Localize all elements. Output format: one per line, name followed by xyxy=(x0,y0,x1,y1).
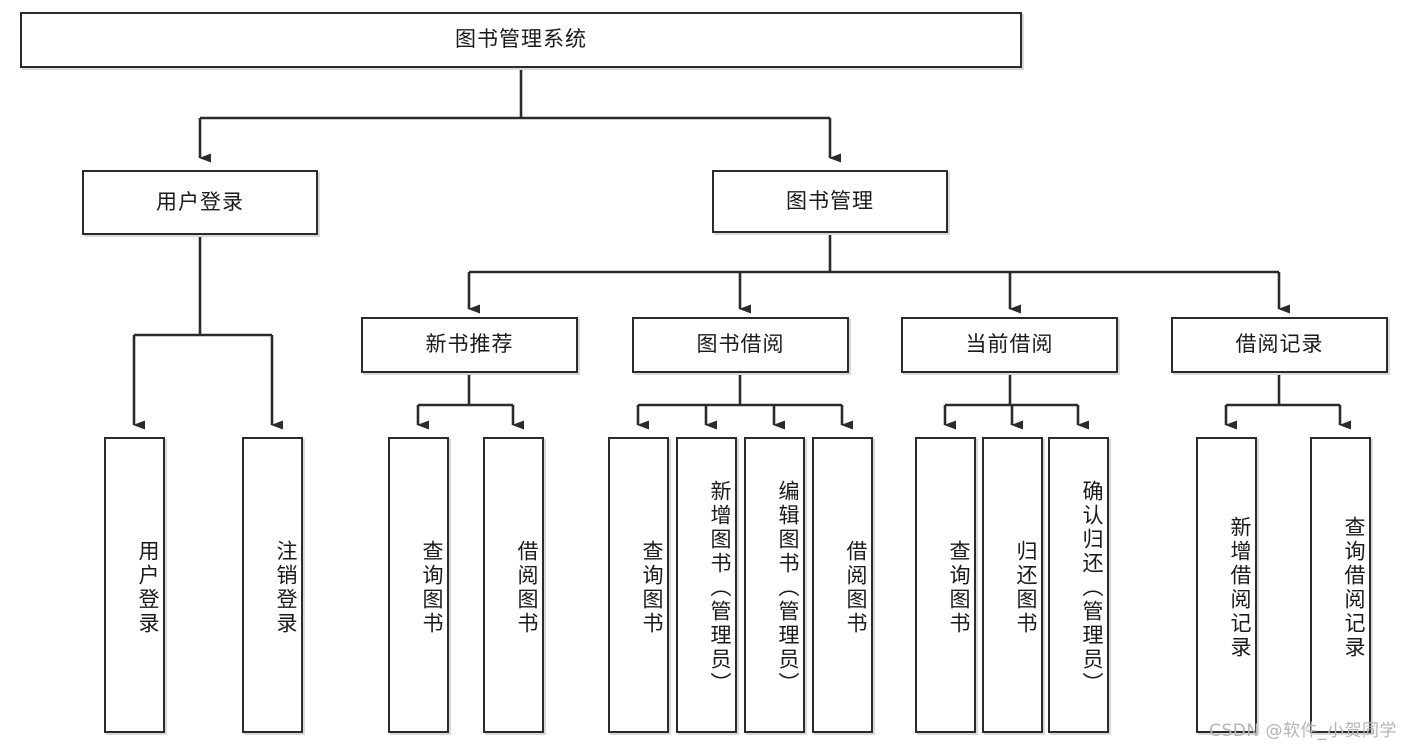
node-label: 图书借阅 xyxy=(696,332,785,357)
node-label: 用户登录 xyxy=(136,540,160,636)
node-label: 查询图书 xyxy=(420,540,444,636)
node-root-system[interactable]: 图书管理系统 xyxy=(20,12,1022,68)
node-label: 新增借阅记录 xyxy=(1228,516,1252,660)
node-book-management[interactable]: 图书管理 xyxy=(712,170,948,233)
leaf-current-query-book[interactable]: 查询图书 xyxy=(915,437,976,733)
node-label: 注销登录 xyxy=(274,540,298,636)
node-label: 新书推荐 xyxy=(425,332,514,357)
node-label: 借阅图书 xyxy=(844,540,868,636)
leaf-record-query-record[interactable]: 查询借阅记录 xyxy=(1310,437,1371,733)
leaf-borrow-borrow-book[interactable]: 借阅图书 xyxy=(812,437,873,733)
leaf-borrow-edit-book-admin[interactable]: 编辑图书（管理员） xyxy=(744,437,805,733)
node-label: 查询图书 xyxy=(640,540,664,636)
leaf-borrow-query-book[interactable]: 查询图书 xyxy=(608,437,669,733)
node-user-login[interactable]: 用户登录 xyxy=(82,170,318,235)
node-book-borrow[interactable]: 图书借阅 xyxy=(632,317,849,373)
node-label: 借阅记录 xyxy=(1235,332,1324,357)
node-new-book-recommend[interactable]: 新书推荐 xyxy=(361,317,578,373)
node-current-borrow[interactable]: 当前借阅 xyxy=(901,317,1118,373)
leaf-recommend-query-book[interactable]: 查询图书 xyxy=(388,437,449,733)
node-label: 当前借阅 xyxy=(965,332,1054,357)
node-label: 图书管理系统 xyxy=(455,27,587,52)
node-label: 借阅图书 xyxy=(515,540,539,636)
leaf-user-login-login[interactable]: 用户登录 xyxy=(104,437,165,733)
node-label: 图书管理 xyxy=(786,188,874,213)
leaf-user-login-logout[interactable]: 注销登录 xyxy=(242,437,303,733)
leaf-borrow-add-book-admin[interactable]: 新增图书（管理员） xyxy=(676,437,737,733)
leaf-recommend-borrow-book[interactable]: 借阅图书 xyxy=(483,437,544,733)
node-label: 确认归还（管理员） xyxy=(1080,480,1104,696)
node-label: 归还图书 xyxy=(1014,540,1038,636)
node-label: 查询借阅记录 xyxy=(1342,516,1366,660)
node-label: 编辑图书（管理员） xyxy=(776,480,800,696)
node-label: 查询图书 xyxy=(947,540,971,636)
node-label: 用户登录 xyxy=(156,189,244,214)
node-label: 新增图书（管理员） xyxy=(708,480,732,696)
node-borrow-record[interactable]: 借阅记录 xyxy=(1171,317,1388,373)
leaf-record-add-record[interactable]: 新增借阅记录 xyxy=(1196,437,1257,733)
leaf-current-return-book[interactable]: 归还图书 xyxy=(982,437,1043,733)
leaf-current-confirm-return-admin[interactable]: 确认归还（管理员） xyxy=(1048,437,1109,733)
